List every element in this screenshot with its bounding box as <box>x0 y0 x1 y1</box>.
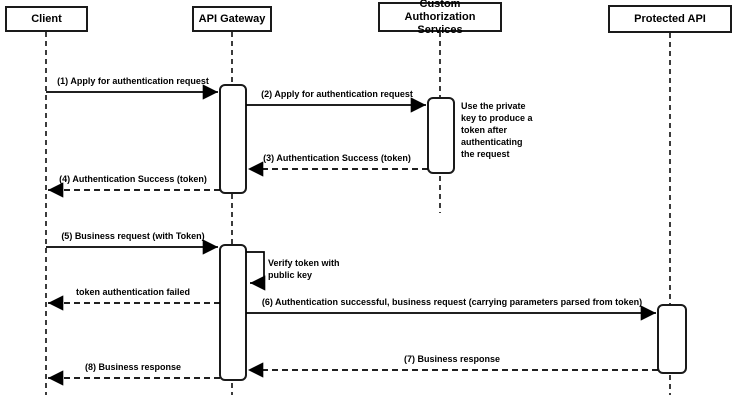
note-private-key: Use the private key to produce a token a… <box>461 101 533 159</box>
participant-api-gateway: API Gateway <box>192 6 272 32</box>
message-8-label: (8) Business response <box>84 362 182 372</box>
note-verify-token: Verify token with public key <box>268 258 340 280</box>
participant-client: Client <box>5 6 88 32</box>
activation-bar-protected-api <box>657 304 687 374</box>
activation-bar-custom-auth <box>427 97 455 174</box>
message-1-label: (1) Apply for authentication request <box>57 76 209 86</box>
activation-bar-gateway-auth <box>219 84 247 194</box>
participant-custom-authorization-services: Custom Authorization Services <box>378 0 502 36</box>
activation-bar-gateway-business <box>219 244 247 381</box>
participant-protected-api: Protected API <box>608 5 732 33</box>
message-2-label: (2) Apply for authentication request <box>261 89 413 99</box>
message-7-label: (7) Business response <box>403 354 501 364</box>
message-5-label: (5) Business request (with Token) <box>61 231 205 241</box>
self-message-verify-token-arrow <box>246 251 266 291</box>
message-3-label: (3) Authentication Success (token) <box>263 153 411 163</box>
message-6-label: (6) Authentication successful, business … <box>261 297 643 307</box>
message-4-label: (4) Authentication Success (token) <box>59 174 207 184</box>
message-token-failed-label: token authentication failed <box>75 287 190 297</box>
